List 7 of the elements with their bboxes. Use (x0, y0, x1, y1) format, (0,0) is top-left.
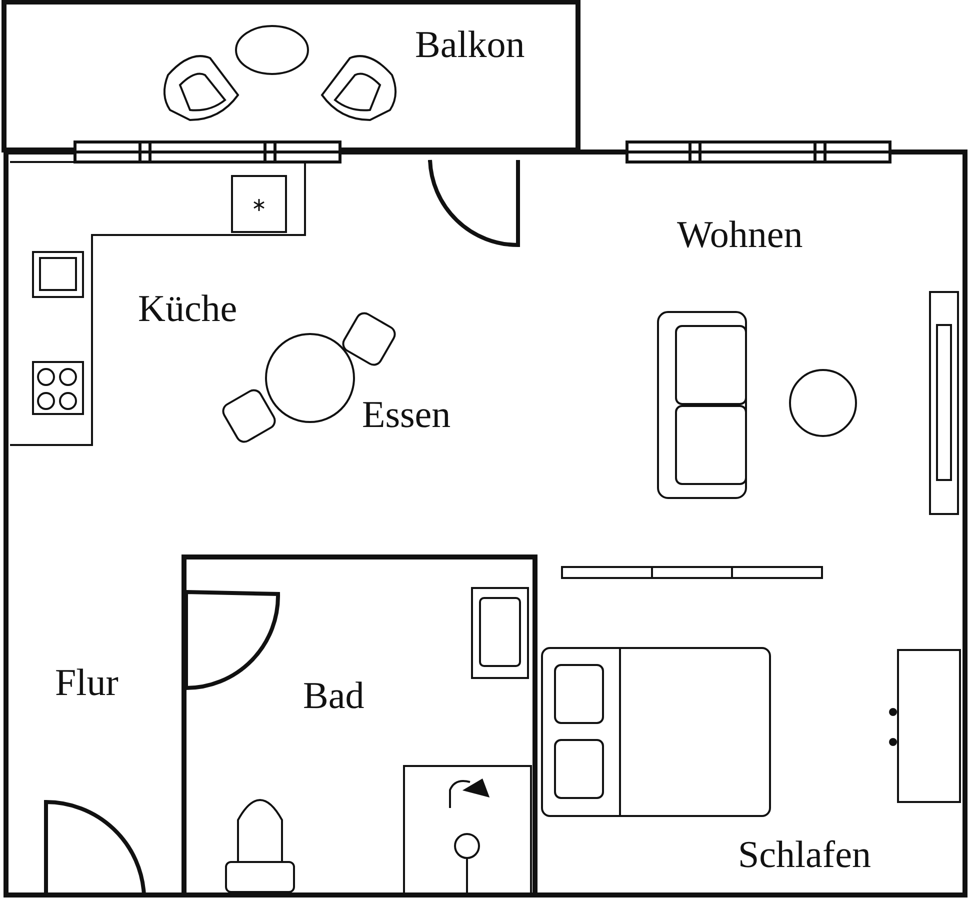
room-label: Wohnen (677, 216, 803, 254)
room-label: Küche (138, 290, 238, 328)
room-label: Essen (362, 396, 451, 434)
room-label: Schlafen (738, 836, 871, 874)
room-label: Bad (303, 677, 364, 715)
room-label: Flur (55, 664, 118, 702)
room-label: Balkon (415, 26, 525, 64)
